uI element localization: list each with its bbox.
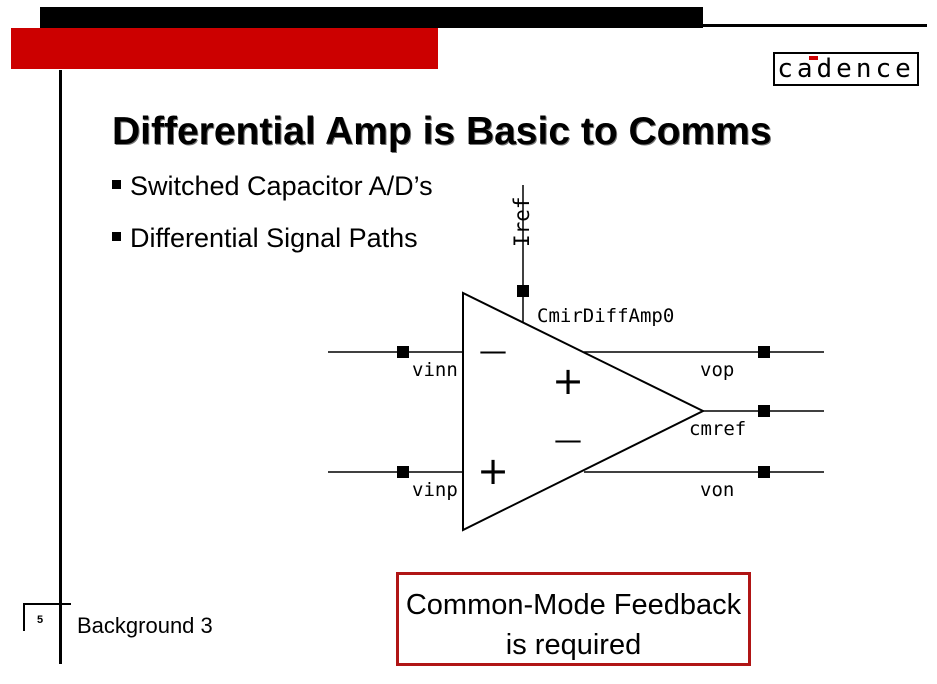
iref-label: Iref: [510, 196, 534, 247]
output-minus-sign: —: [554, 423, 582, 456]
left-margin-line: [59, 70, 62, 664]
bullet-square-icon: [112, 232, 121, 242]
vinn-pin: [397, 346, 409, 358]
component-name-label: CmirDiffAmp0: [537, 305, 674, 327]
callout-line-2: is required: [505, 629, 642, 661]
header-black-bar: [40, 7, 703, 28]
von-label: von: [700, 479, 734, 501]
von-pin: [758, 466, 770, 478]
logo-text: cadence: [777, 54, 915, 84]
bullet-item: Differential Signal Paths: [112, 223, 418, 254]
iref-pin: [517, 285, 529, 297]
output-plus-sign: +: [552, 359, 584, 403]
footer-section-label: Background 3: [77, 613, 213, 638]
page-box-left-edge: [23, 603, 25, 631]
bullet-text: Switched Capacitor A/D’s: [130, 171, 433, 201]
vinp-label: vinp: [412, 479, 458, 501]
vinn-label: vinn: [412, 359, 458, 381]
bullet-text: Differential Signal Paths: [130, 223, 418, 253]
page-number-box: 5: [23, 603, 71, 631]
page-number: 5: [37, 614, 44, 626]
header-thin-line: [703, 24, 927, 27]
bullet-square-icon: [112, 180, 121, 190]
callout-box: Common-Mode Feedback is required: [396, 572, 751, 666]
cadence-logo: cadence: [773, 52, 919, 86]
vop-label: vop: [700, 359, 734, 381]
input-minus-sign: —: [479, 334, 507, 367]
bullet-item: Switched Capacitor A/D’s: [112, 171, 433, 202]
slide-title: Differential Amp is Basic to Comms: [112, 110, 772, 153]
vinp-pin: [397, 466, 409, 478]
vop-pin: [758, 346, 770, 358]
cmref-pin: [758, 405, 770, 417]
page-box-top-edge: [23, 603, 71, 605]
input-plus-sign: +: [477, 449, 509, 493]
logo-red-tick: [809, 56, 818, 60]
callout-line-1: Common-Mode Feedback: [405, 589, 742, 621]
cmref-label: cmref: [689, 418, 746, 440]
header-red-bar: [11, 28, 438, 69]
amplifier-triangle: [462, 291, 706, 532]
